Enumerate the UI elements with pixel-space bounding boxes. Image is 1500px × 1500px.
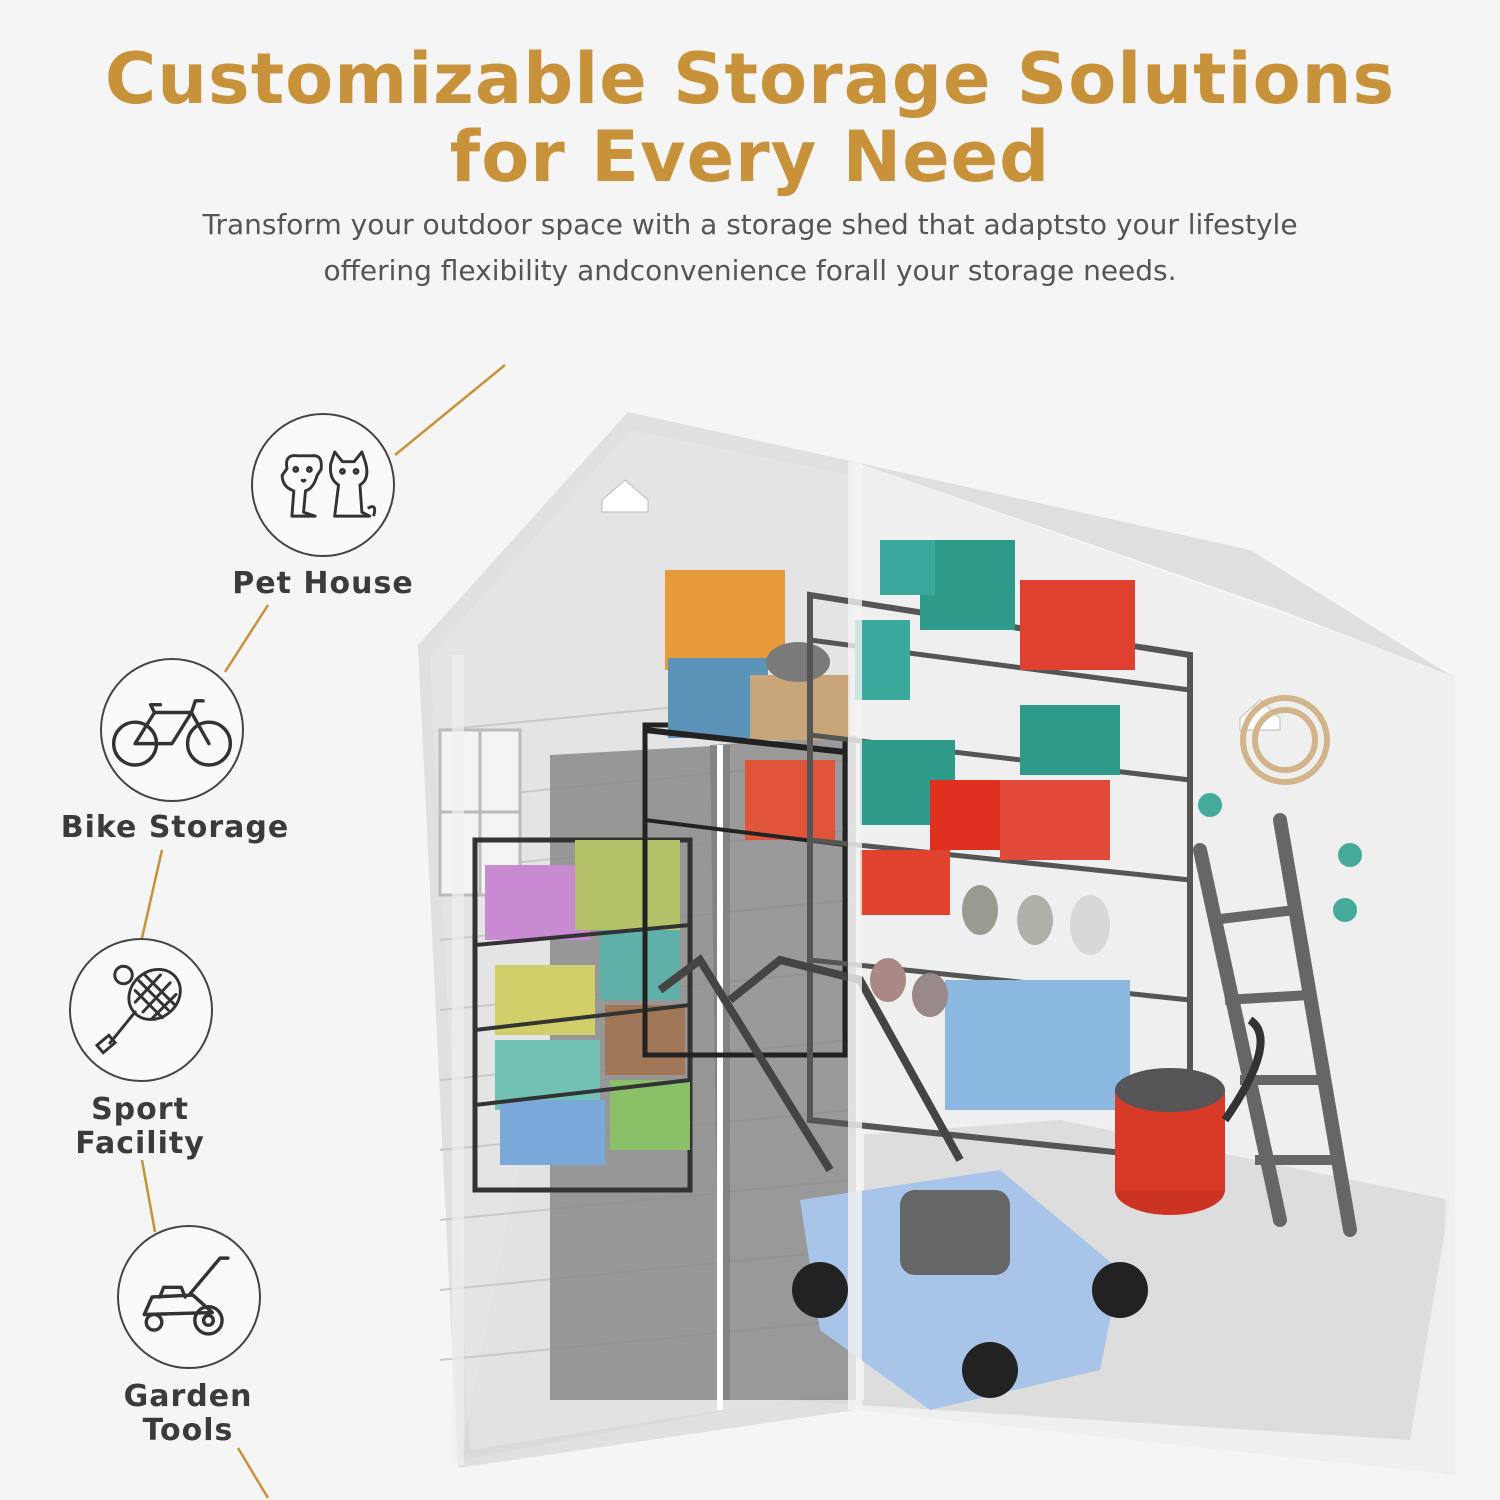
title-line-1: Customizable Storage Solutions [104, 38, 1396, 120]
feature-label: Bike Storage [60, 810, 290, 845]
title-line-2: for Every Need [449, 116, 1051, 198]
page-subtitle: Transform your outdoor space with a stor… [0, 202, 1500, 294]
bike-icon [100, 658, 244, 802]
tennis-racket-icon [69, 938, 213, 1082]
storage-shed-illustration [418, 412, 1455, 1475]
feature-label: Garden Tools [123, 1379, 253, 1448]
feature-label: Pet House [232, 566, 414, 601]
subtitle-line-1: Transform your outdoor space with a stor… [202, 208, 1298, 241]
page-title: Customizable Storage Solutions for Every… [0, 40, 1500, 196]
lawn-mower-icon [117, 1225, 261, 1369]
subtitle-line-2: offering flexibility andconvenience fora… [323, 254, 1177, 287]
feature-label: Sport Facility [75, 1092, 205, 1161]
pet-icon [251, 413, 395, 557]
